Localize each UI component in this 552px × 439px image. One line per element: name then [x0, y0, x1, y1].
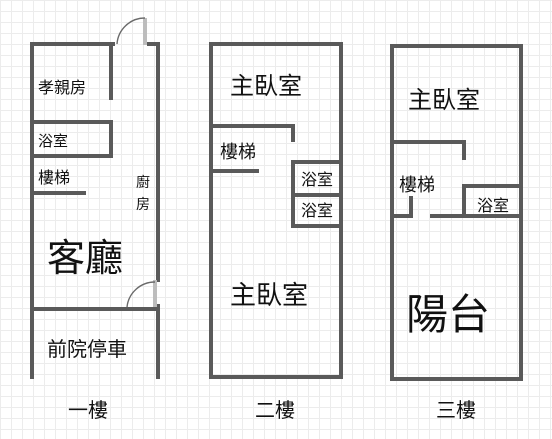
floor-3-master-bedroom-label: 主臥室 [408, 86, 480, 114]
floor-3-bath-label: 浴室 [477, 196, 509, 215]
floor-1-kitchen-label-top: 廚 [136, 174, 150, 191]
floor-1-plan: 孝親房 浴室 樓梯 廚 房 客廳 前院停車 [30, 17, 160, 379]
floor-1-stairs-label: 樓梯 [38, 168, 70, 187]
floor-3-walls [390, 44, 523, 381]
floor-1-bath-label: 浴室 [38, 132, 68, 150]
floor-3-caption: 三樓 [436, 398, 476, 422]
floor-2-walls [209, 42, 343, 379]
floor-2-master-bedroom-top-label: 主臥室 [230, 72, 302, 100]
floor-2-plan: 主臥室 樓梯 浴室 浴室 主臥室 [209, 42, 343, 379]
floor-1-walls [30, 42, 160, 379]
floor-3-stairs-label: 樓梯 [399, 175, 435, 196]
floor-1-caption: 一樓 [68, 398, 108, 422]
floor-1-door-top [116, 17, 147, 45]
floor-2-master-bedroom-bottom-label: 主臥室 [230, 281, 308, 311]
floor-2-bath-1-label: 浴室 [301, 170, 333, 189]
floor-2-stairs-label: 樓梯 [220, 142, 256, 163]
floor-2-caption: 二樓 [255, 398, 295, 422]
floor-1-living-room-label: 客廳 [47, 236, 123, 280]
floor-2-bath-2-label: 浴室 [301, 201, 333, 220]
floor-1-parking-label: 前院停車 [47, 337, 127, 361]
floor-1-kitchen-label-bottom: 房 [136, 197, 150, 213]
floor-3-balcony-label: 陽台 [406, 290, 490, 339]
floor-1-door-right [126, 280, 157, 308]
floor-1-elder-room-label: 孝親房 [38, 78, 86, 97]
floor-3-plan: 主臥室 樓梯 浴室 陽台 [390, 44, 523, 381]
